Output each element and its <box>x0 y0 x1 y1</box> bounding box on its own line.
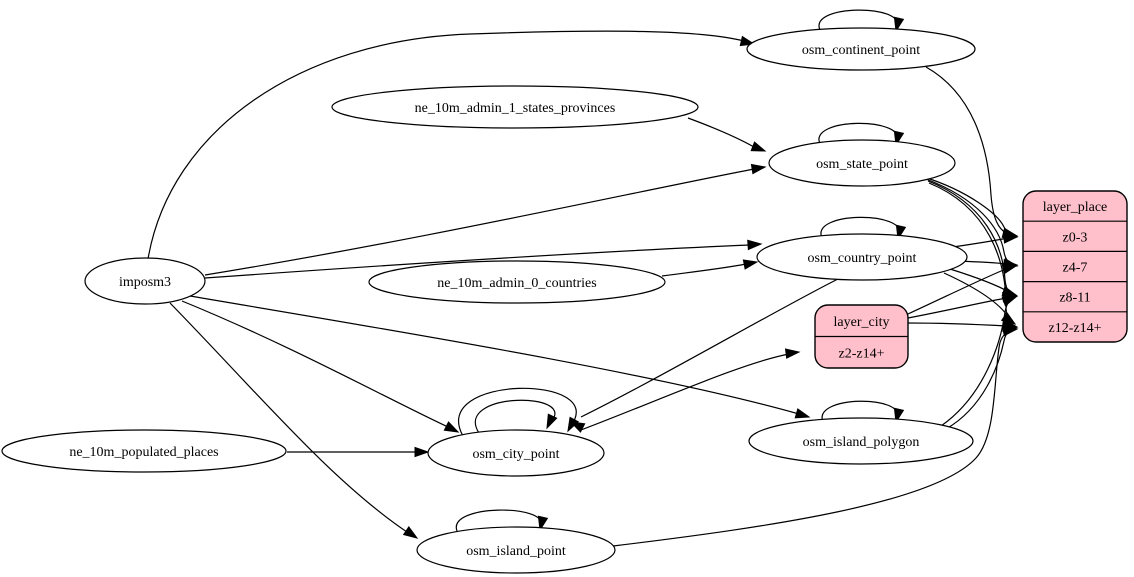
edge-imposm3--osm_city_point <box>181 300 449 428</box>
node-label-osm_country_point: osm_country_point <box>808 251 917 266</box>
edge-osm_continent_point--layer_place:z0-3 <box>925 66 1007 234</box>
edge-osm_city_point--layer_place:z4-7 <box>907 268 1007 315</box>
node-label-imposm3: imposm3 <box>119 275 171 290</box>
arrowhead-icon <box>537 515 549 532</box>
node-ne_10m_admin_0_countries <box>368 260 666 304</box>
node-label-osm_continent_point: osm_continent_point <box>802 43 920 58</box>
edge-osm_city_point--osm_city_point <box>475 399 556 434</box>
node-osm_country_point <box>756 233 968 281</box>
arrowhead-icon <box>747 239 763 251</box>
node-label-osm_state_point: osm_state_point <box>816 157 908 172</box>
arrowhead-icon <box>567 416 580 433</box>
edge-osm_country_point--osm_city_point <box>580 278 839 418</box>
arrowhead-icon <box>414 446 430 458</box>
node-osm_city_point <box>427 429 605 477</box>
node-osm_island_point <box>416 526 616 574</box>
edge-osm_island_point--layer_place:z12-z14+ <box>612 330 1011 547</box>
arrowhead-icon <box>784 348 801 359</box>
arrowhead-icon <box>402 526 419 539</box>
arrowhead-icon <box>742 259 759 270</box>
nodes-layer: imposm3 ne_10m_admin_1_states_provincesne… <box>1 27 976 574</box>
edge-osm_state_point--layer_place:z8-11 <box>927 180 1012 295</box>
node-label-ne_10m_admin_1_states_provinces: ne_10m_admin_1_states_provinces <box>415 101 616 116</box>
edge-osm_island_polygon--layer_place:z8-11 <box>940 299 1012 427</box>
arrowhead-icon <box>750 163 767 175</box>
record-box-layer_place <box>1022 190 1128 343</box>
record-row-layer_place-4: z12-z14+ <box>1049 321 1102 336</box>
node-ne_10m_populated_places <box>1 429 287 473</box>
record-row-layer_place-1: z0-3 <box>1063 230 1088 245</box>
arrowhead-icon <box>546 413 558 430</box>
edge-imposm3--osm_continent_point <box>147 30 745 260</box>
node-ne_10m_admin_1_states_provinces <box>331 85 699 129</box>
edge-osm_country_point--layer_place:z0-3 <box>952 237 1009 248</box>
arrowhead-icon <box>750 141 767 152</box>
record-row-layer_place-2: z4-7 <box>1063 261 1088 276</box>
record-row-layer_place-0: layer_place <box>1043 200 1108 215</box>
node-label-osm_island_point: osm_island_point <box>466 544 566 559</box>
edge-osm_city_point--osm_city_point <box>458 387 577 437</box>
arrowhead-icon <box>1001 264 1018 275</box>
node-label-ne_10m_admin_0_countries: ne_10m_admin_0_countries <box>437 276 596 291</box>
record-layer_city: layer_city z2-z14+ <box>814 304 909 369</box>
record-row-layer_place-3: z8-11 <box>1059 291 1090 306</box>
edge-imposm3--osm_island_polygon <box>189 295 800 415</box>
edge-osm_city_point--layer_place:z12-z14+ <box>907 322 1008 327</box>
edge-osm_city_point--layer_place:z8-11 <box>907 297 1008 319</box>
node-osm_island_polygon <box>748 417 974 465</box>
node-imposm3 <box>84 257 206 305</box>
edge-ne_10m_admin_0_countries--osm_country_point <box>661 263 747 277</box>
record-row-layer_city-0: layer_city <box>834 315 890 330</box>
node-osm_continent_point <box>746 27 976 71</box>
node-label-osm_island_polygon: osm_island_polygon <box>803 435 920 450</box>
edge-ne_10m_admin_1_states_provinces--osm_state_point <box>687 117 755 148</box>
edge-osm_country_point--layer_place:z12-z14+ <box>943 272 1010 319</box>
arrowhead-icon <box>1001 296 1018 307</box>
edge-osm_city_point--layer_city:z2-z14+ <box>580 353 790 431</box>
edge-imposm3--osm_state_point <box>204 168 755 276</box>
arrowhead-icon <box>443 421 460 433</box>
arrowhead-icon <box>1002 325 1019 337</box>
edge-osm_continent_point--osm_continent_point <box>818 9 898 31</box>
record-row-layer_city-1: z2-z14+ <box>839 346 885 361</box>
edge-imposm3--osm_island_point <box>169 302 408 533</box>
arrowhead-icon <box>794 408 811 419</box>
arrowhead-icon <box>893 16 905 33</box>
arrowhead-icon <box>1003 233 1019 244</box>
node-label-ne_10m_populated_places: ne_10m_populated_places <box>69 445 218 460</box>
node-label-osm_city_point: osm_city_point <box>472 447 559 462</box>
edges-layer <box>147 9 1019 547</box>
node-osm_state_point <box>768 139 956 187</box>
edge-imposm3--osm_country_point <box>204 244 751 279</box>
record-layer_place: layer_place z0-3 z4-7 z8-11 z12-z14+ <box>1022 190 1128 343</box>
